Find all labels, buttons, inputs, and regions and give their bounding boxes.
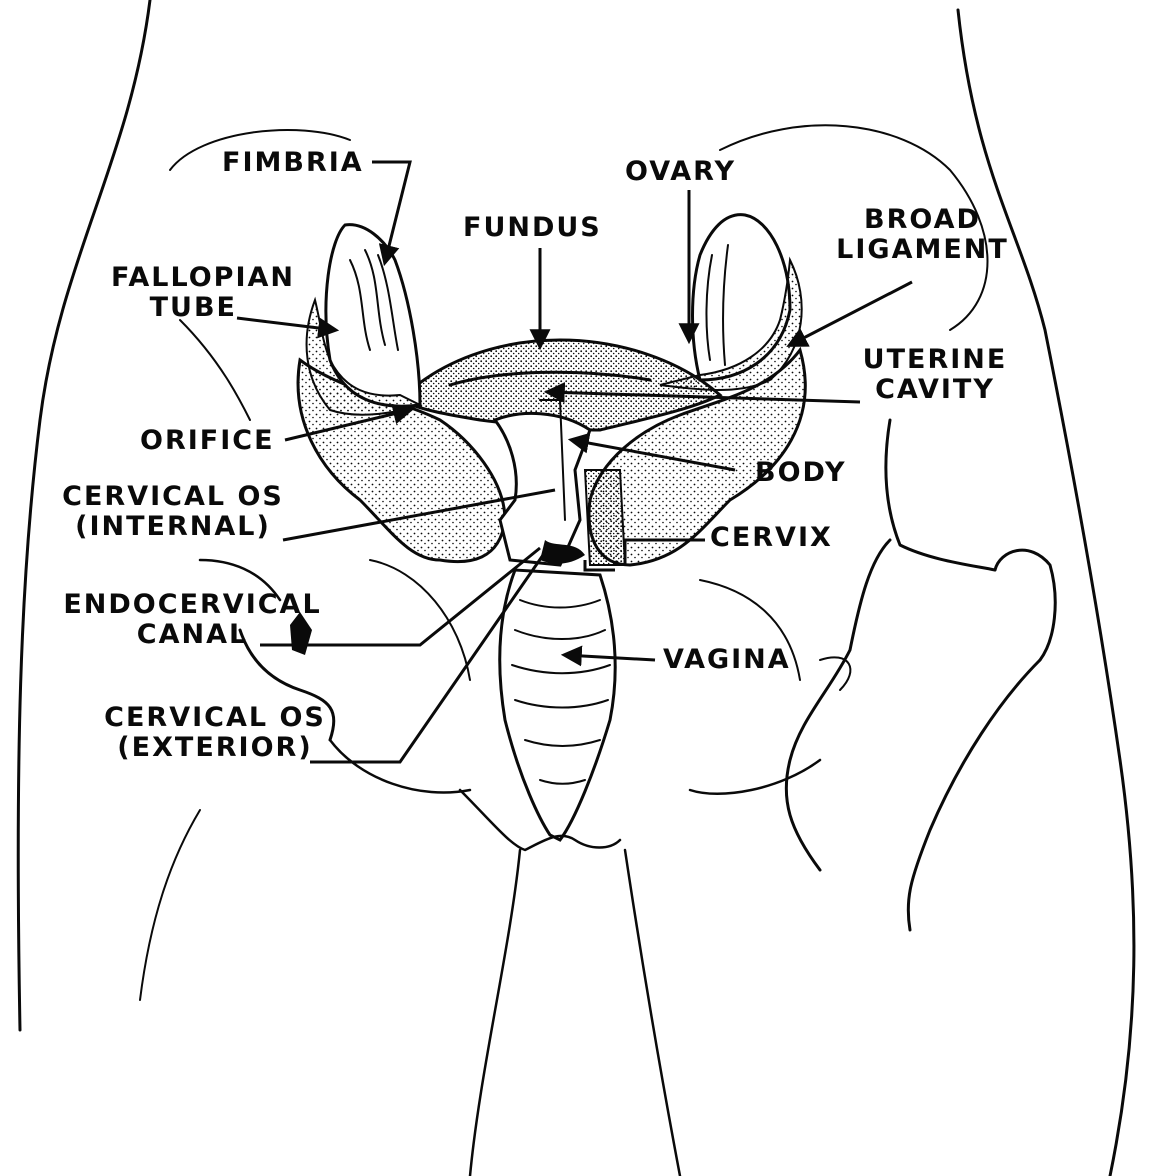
broad-ligament-label-line1: BROAD <box>830 205 1015 235</box>
cervix-label: CERVIX <box>710 523 833 553</box>
cervical-os-exterior-label: CERVICAL OS (EXTERIOR) <box>80 703 350 763</box>
broad-ligament-label-line2: LIGAMENT <box>830 235 1015 265</box>
orifice-label: ORIFICE <box>140 426 275 456</box>
cervix-label-line1: CERVIX <box>710 523 833 553</box>
vagina-label-line1: VAGINA <box>663 645 791 675</box>
cervical-os-internal-label-line2: (INTERNAL) <box>58 512 288 542</box>
fallopian-tube-label: FALLOPIAN TUBE <box>85 263 295 323</box>
fundus-label-line1: FUNDUS <box>463 213 602 243</box>
orifice-label-line1: ORIFICE <box>140 426 275 456</box>
uterine-cavity-label-line2: CAVITY <box>860 375 1010 405</box>
ovary-label: OVARY <box>625 157 736 187</box>
body-label: BODY <box>755 458 847 488</box>
cervical-os-exterior-label-line1: CERVICAL OS <box>80 703 350 733</box>
fallopian-tube-label-line2: TUBE <box>85 293 295 323</box>
fimbria-label-line1: FIMBRIA <box>222 148 364 178</box>
fallopian-tube-label-line1: FALLOPIAN <box>85 263 295 293</box>
fimbria-label: FIMBRIA <box>222 148 364 178</box>
uterine-cavity-label-line1: UTERINE <box>860 345 1010 375</box>
endocervical-canal-label: ENDOCERVICAL CANAL <box>50 590 335 650</box>
body-label-line1: BODY <box>755 458 847 488</box>
vagina-structure <box>460 570 620 850</box>
vagina-label: VAGINA <box>663 645 791 675</box>
broad-ligament-label: BROAD LIGAMENT <box>830 205 1015 265</box>
cervical-os-internal-label: CERVICAL OS (INTERNAL) <box>58 482 288 542</box>
fundus-label: FUNDUS <box>463 213 602 243</box>
endocervical-canal-label-line2: CANAL <box>50 620 335 650</box>
cervical-os-internal-label-line1: CERVICAL OS <box>58 482 288 512</box>
endocervical-canal-label-line1: ENDOCERVICAL <box>50 590 335 620</box>
uterine-cavity-label: UTERINE CAVITY <box>860 345 1010 405</box>
ovary-label-line1: OVARY <box>625 157 736 187</box>
cervical-os-exterior-label-line2: (EXTERIOR) <box>80 733 350 763</box>
